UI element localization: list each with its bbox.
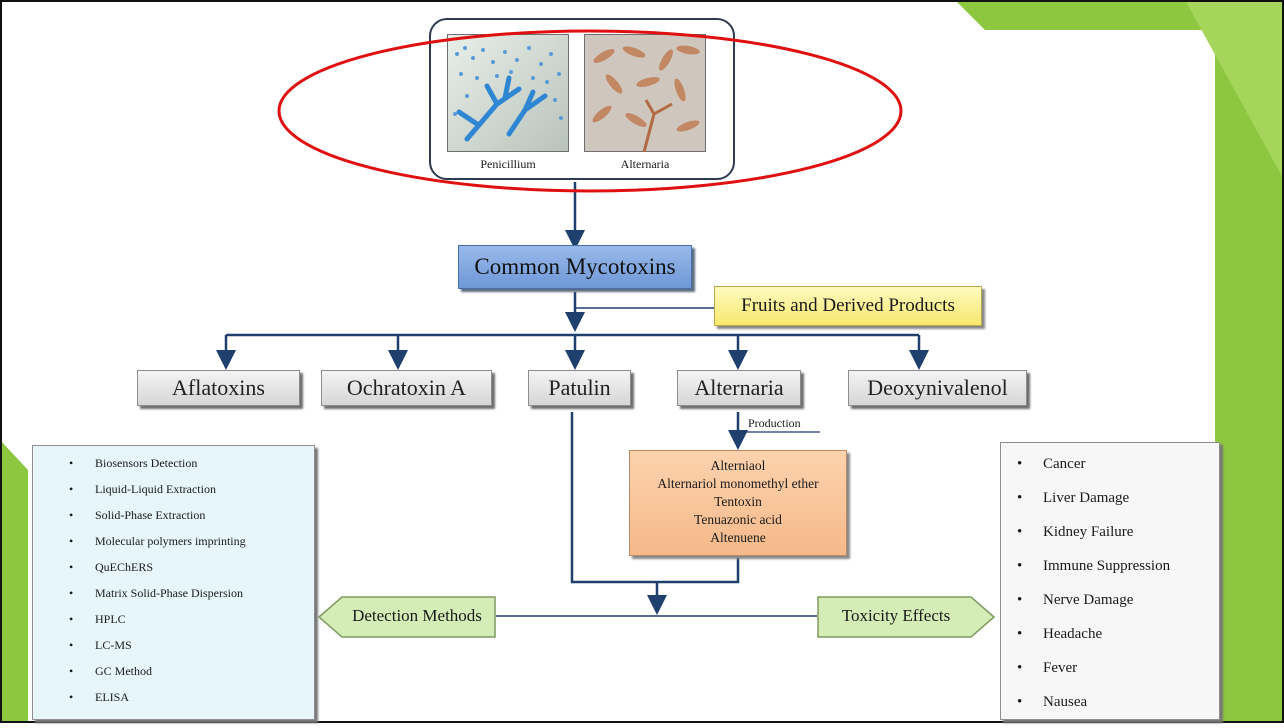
alternaria-toxin-item: Alterniaol — [710, 458, 766, 473]
green-accent-top-right-shade — [1185, 0, 1284, 180]
list-item: Nausea — [1017, 694, 1219, 728]
toxin-label: Deoxynivalenol — [867, 375, 1008, 400]
list-item: Molecular polymers imprinting — [69, 534, 314, 560]
fruits-box: Fruits and Derived Products — [714, 286, 982, 326]
green-accent-bottom-left — [0, 440, 28, 723]
list-item: Liquid-Liquid Extraction — [69, 482, 314, 508]
list-item: ELISA — [69, 690, 314, 716]
list-item: QuEChERS — [69, 560, 314, 586]
toxin-alternaria: Alternaria — [677, 370, 801, 406]
patulin-line — [570, 412, 740, 584]
toxin-label: Alternaria — [694, 375, 784, 400]
penicillium-label: Penicillium — [480, 157, 536, 171]
toxicity-effects-label: Toxicity Effects — [841, 606, 951, 625]
alternaria-toxin-item: Tentoxin — [714, 494, 762, 509]
list-item: Kidney Failure — [1017, 524, 1219, 558]
list-item: LC-MS — [69, 638, 314, 664]
toxin-deoxynivalenol: Deoxynivalenol — [848, 370, 1027, 406]
toxin-label: Aflatoxins — [172, 375, 265, 400]
list-item: Solid-Phase Extraction — [69, 508, 314, 534]
toxicity-effects-list: Cancer Liver Damage Kidney Failure Immun… — [1000, 442, 1220, 720]
alternaria-toxin-item: Alternariol monomethyl ether — [657, 476, 819, 491]
list-item: GC Method — [69, 664, 314, 690]
list-item: HPLC — [69, 612, 314, 638]
detection-methods-label: Detection Methods — [352, 606, 482, 625]
toxin-label: Patulin — [548, 375, 611, 400]
list-item: Nerve Damage — [1017, 592, 1219, 626]
detection-methods-hexagon — [318, 596, 496, 638]
list-item: Biosensors Detection — [69, 456, 314, 482]
alternaria-label: Alternaria — [620, 157, 670, 171]
toxin-aflatoxins: Aflatoxins — [137, 370, 300, 406]
penicillium-icon — [447, 34, 569, 152]
detection-methods-list: Biosensors Detection Liquid-Liquid Extra… — [32, 445, 315, 720]
list-item: Fever — [1017, 660, 1219, 694]
list-item: Immune Suppression — [1017, 558, 1219, 592]
list-item: Matrix Solid-Phase Dispersion — [69, 586, 314, 612]
alternaria-icon — [584, 34, 706, 152]
alternaria-toxin-item: Tenuazonic acid — [694, 512, 782, 527]
list-item: Headache — [1017, 626, 1219, 660]
common-mycotoxins-box: Common Mycotoxins — [458, 245, 692, 289]
toxin-ochratoxin-a: Ochratoxin A — [321, 370, 492, 406]
fruits-label: Fruits and Derived Products — [741, 295, 955, 316]
alternaria-toxins-box: Alterniaol Alternariol monomethyl ether … — [629, 450, 847, 556]
list-item: Liver Damage — [1017, 490, 1219, 524]
list-item: Cancer — [1017, 456, 1219, 490]
toxin-patulin: Patulin — [528, 370, 631, 406]
toxin-label: Ochratoxin A — [346, 375, 467, 400]
production-label: Production — [748, 416, 801, 430]
common-mycotoxins-label: Common Mycotoxins — [474, 254, 676, 279]
alternaria-toxin-item: Altenuene — [710, 530, 766, 545]
toxicity-effects-hexagon — [817, 596, 995, 638]
